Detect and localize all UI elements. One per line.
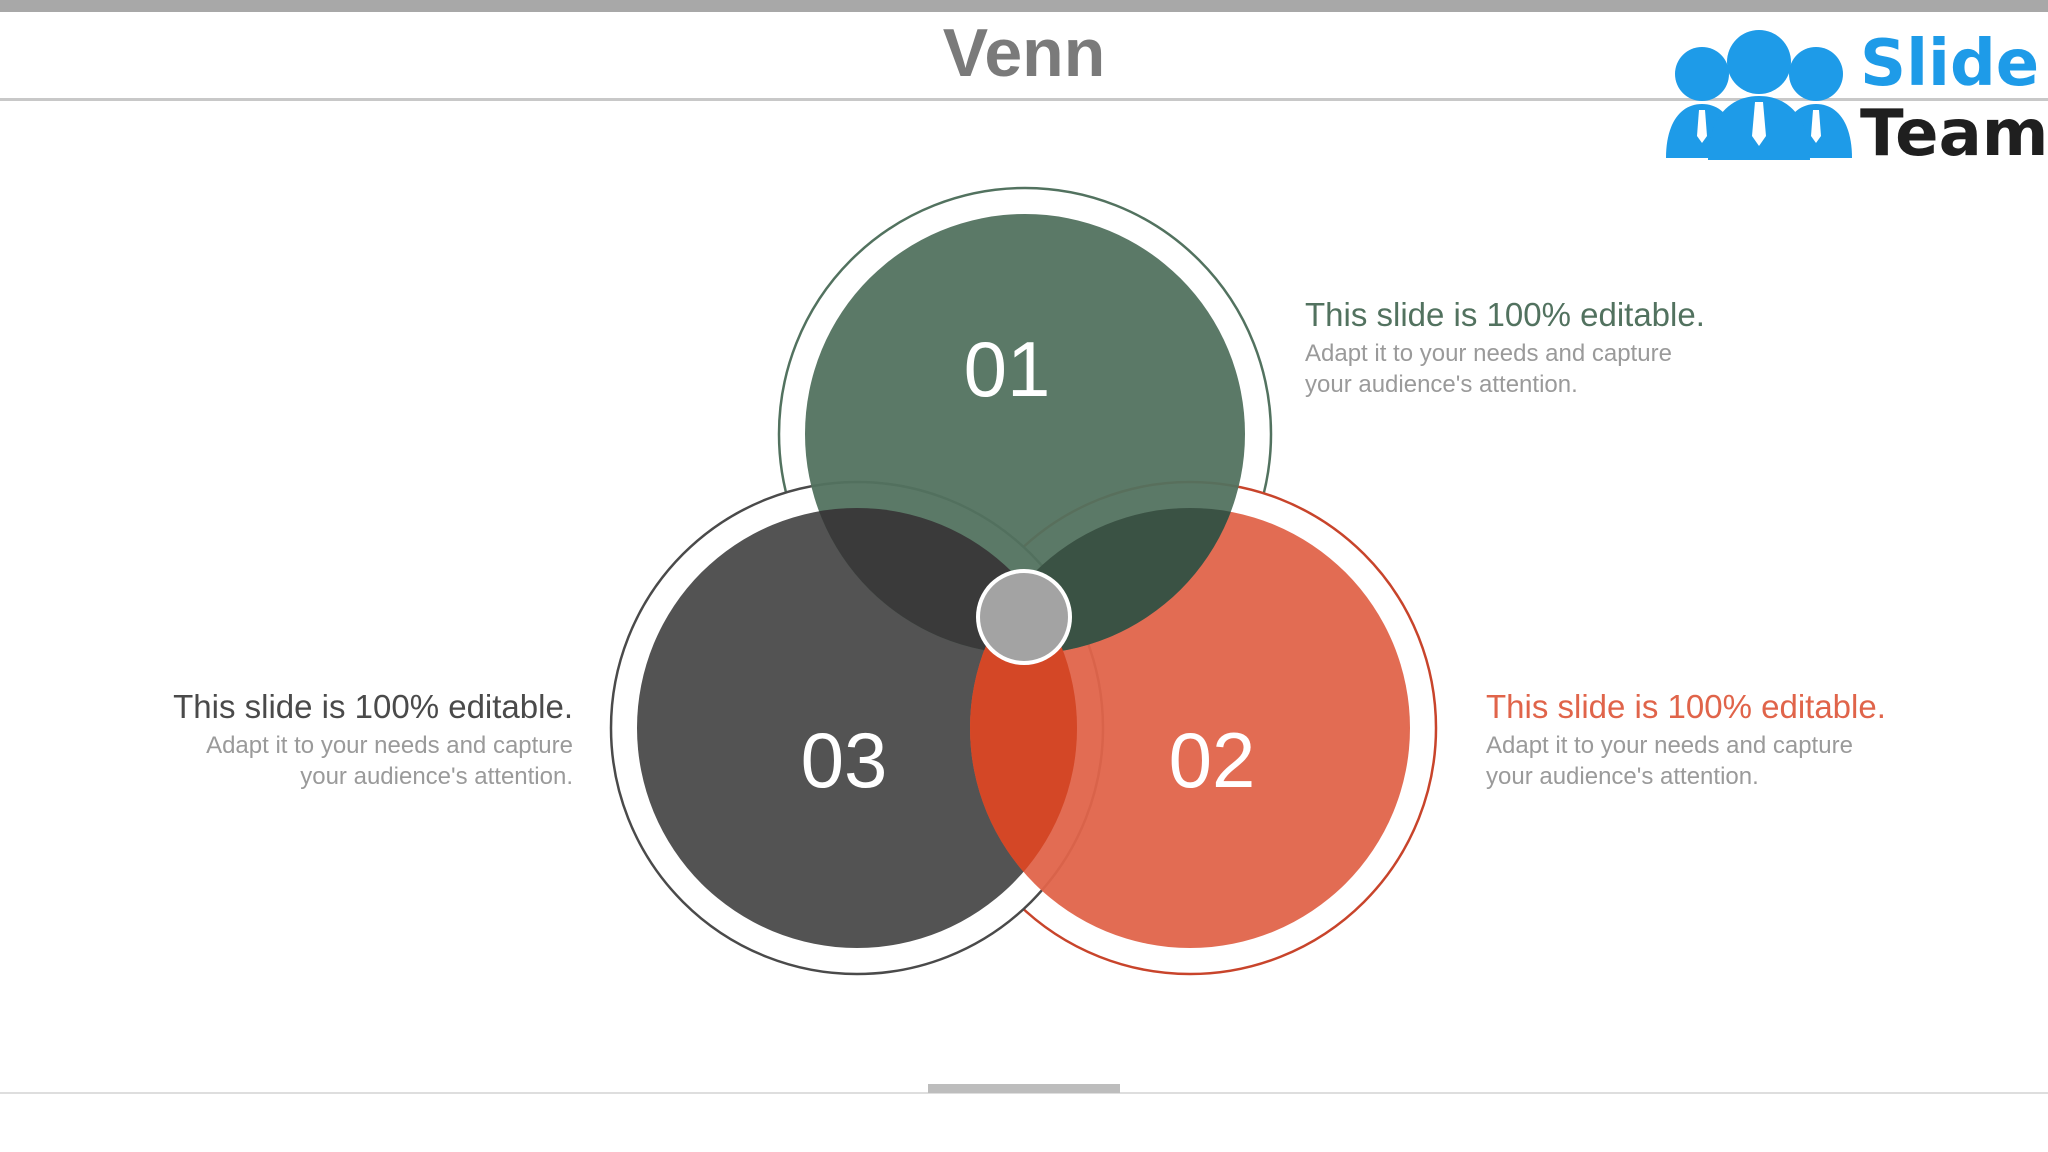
- circle-01-number: 01: [964, 325, 1051, 413]
- people-icon: [1666, 30, 1852, 160]
- caption-02-heading: This slide is 100% editable.: [1486, 688, 1886, 725]
- logo-word-slide: Slide: [1860, 27, 2040, 101]
- caption-02: This slide is 100% editable. Adapt it to…: [1486, 688, 1946, 792]
- caption-03: This slide is 100% editable. Adapt it to…: [113, 688, 573, 792]
- caption-01: This slide is 100% editable. Adapt it to…: [1305, 296, 1765, 400]
- overlap-01-03: [805, 508, 1077, 654]
- caption-03-body-line2: your audience's attention.: [300, 763, 573, 790]
- page-title: Venn: [942, 15, 1106, 91]
- slideteam-logo: Slide Team: [1660, 28, 2048, 168]
- caption-03-body-line1: Adapt it to your needs and capture: [206, 732, 573, 759]
- title-divider: [0, 98, 2048, 101]
- caption-01-body-line1: Adapt it to your needs and capture: [1305, 340, 1672, 367]
- caption-01-body-line2: your audience's attention.: [1305, 371, 1578, 398]
- caption-02-body-line1: Adapt it to your needs and capture: [1486, 732, 1853, 759]
- caption-03-heading: This slide is 100% editable.: [173, 688, 573, 725]
- top-bar: [0, 0, 2048, 12]
- caption-02-body-line2: your audience's attention.: [1486, 763, 1759, 790]
- circle-03-number: 03: [801, 716, 888, 804]
- caption-03-body: Adapt it to your needs and capture your …: [113, 730, 573, 792]
- caption-01-heading: This slide is 100% editable.: [1305, 296, 1705, 333]
- bottom-accent-tab: [928, 1084, 1120, 1093]
- overlap-01-02: [970, 508, 1245, 654]
- caption-01-body: Adapt it to your needs and capture your …: [1305, 338, 1765, 400]
- bottom-divider: [0, 1092, 2048, 1094]
- caption-02-body: Adapt it to your needs and capture your …: [1486, 730, 1946, 792]
- center-circle: [980, 573, 1068, 661]
- logo-word-team: Team: [1860, 97, 2048, 171]
- circle-02-number: 02: [1169, 716, 1256, 804]
